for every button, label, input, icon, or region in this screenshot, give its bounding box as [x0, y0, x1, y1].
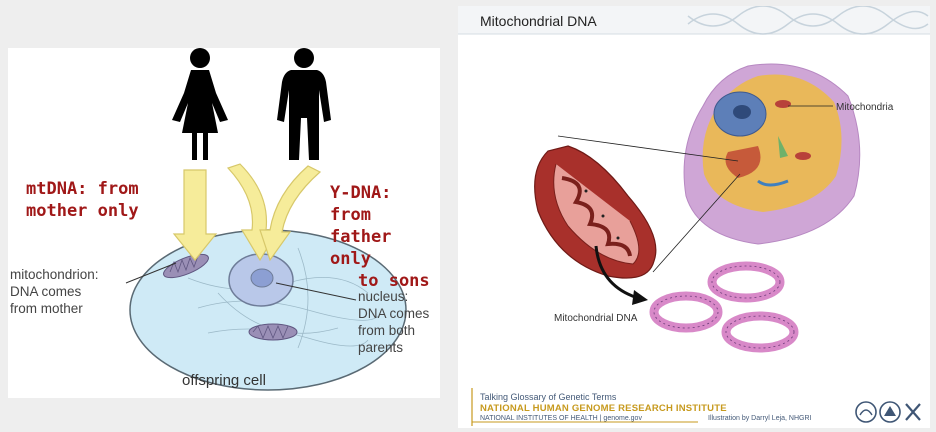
ydna-label-line1: Y-DNA: from	[330, 183, 392, 225]
ydna-label-line3: to sons	[358, 271, 430, 291]
mitochondrion-1	[163, 253, 209, 279]
left-diagram-panel: mtDNA: from mother only Y-DNA: from fath…	[8, 48, 440, 398]
nucleus-label-line3: from both	[358, 323, 416, 338]
footer-institute-name: NATIONAL HUMAN GENOME RESEARCH INSTITUTE	[480, 403, 727, 414]
mtdna-ring-label: Mitochondrial DNA	[554, 313, 638, 324]
ydna-label: Y-DNA: from father only to sons	[330, 182, 440, 292]
animal-cell	[683, 63, 861, 245]
mitochondrion-cutaway	[534, 145, 657, 279]
hhs-logo-icon	[855, 401, 877, 423]
footer-credit: Illustration by Darryl Leja, NHGRI	[708, 415, 812, 422]
mitochondrion-label-line3: from mother	[10, 301, 83, 316]
male-figure-icon	[277, 48, 331, 160]
mitochondrion-label-line1: mitochondrion:	[10, 267, 99, 282]
right-glossary-panel: Mitochondrial DNA Mitochondria Mitochond…	[458, 6, 930, 428]
nucleus-label: nucleus: DNA comes from both parents	[358, 288, 429, 356]
footer-nih-line: NATIONAL INSTITUTES OF HEALTH | genome.g…	[480, 415, 642, 422]
glossary-title: Mitochondrial DNA	[480, 13, 597, 29]
nucleus-label-line2: DNA comes	[358, 306, 430, 321]
mtdna-label-line2: mother only	[26, 201, 139, 221]
mitochondrion-label-line2: DNA comes	[10, 284, 82, 299]
footer-glossary-name: Talking Glossary of Genetic Terms	[480, 392, 617, 402]
inheritance-arrows	[172, 163, 322, 262]
left-diagram-art	[125, 48, 407, 391]
right-diagram-art	[458, 6, 930, 426]
mtdna-label: mtDNA: from mother only	[26, 178, 139, 222]
mtdna-label-line1: mtDNA: from	[26, 179, 139, 199]
cell-caption: offspring cell	[182, 372, 266, 389]
nhgri-logo-icon	[905, 403, 921, 421]
helix-decoration-icon	[687, 6, 929, 35]
nucleus-label-line1: nucleus:	[358, 289, 409, 304]
to-mtdna-arrow-icon	[594, 245, 639, 300]
female-figure-icon	[172, 48, 228, 160]
nih-logo-icon	[879, 401, 901, 423]
mitochondrion-2	[248, 323, 298, 341]
ydna-label-line2: father only	[330, 227, 392, 269]
nucleus-label-line4: parents	[358, 340, 404, 355]
mitochondria-label: Mitochondria	[836, 102, 894, 113]
mitochondrion-label: mitochondrion: DNA comes from mother	[10, 266, 99, 317]
mtdna-rings	[649, 261, 799, 353]
